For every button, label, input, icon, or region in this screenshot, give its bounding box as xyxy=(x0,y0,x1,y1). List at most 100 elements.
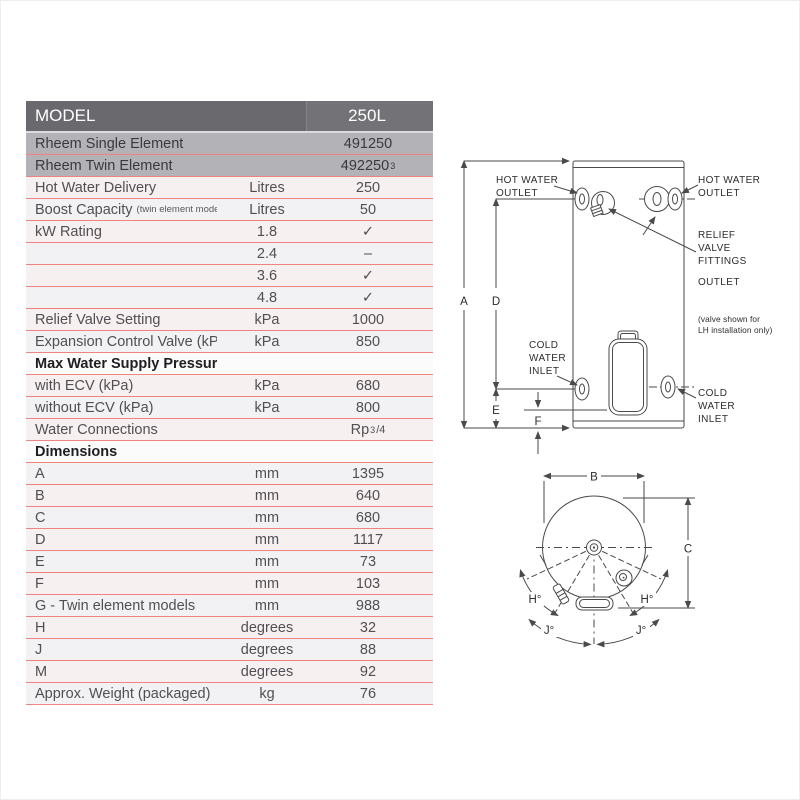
row-value: ✓ xyxy=(361,223,375,240)
row-unit: degrees xyxy=(240,663,294,680)
row-label xyxy=(26,243,217,264)
hot-water-outlet-right-label: HOT WATER xyxy=(698,175,760,186)
table-row: Max Water Supply Pressure: xyxy=(26,353,433,375)
row-value: – xyxy=(363,245,373,262)
hot-water-outlet-left-label: HOT WATER xyxy=(496,175,558,186)
row-value: 1117 xyxy=(352,531,384,548)
row-value: 73 xyxy=(359,553,377,570)
table-header-row: MODEL 250L xyxy=(26,101,433,133)
svg-text:OUTLET: OUTLET xyxy=(496,188,538,199)
dim-j-right-label: J° xyxy=(636,625,646,637)
row-unit: mm xyxy=(254,487,280,504)
row-value: 250 xyxy=(355,179,381,196)
cold-inlet-right-fitting xyxy=(660,375,676,399)
access-panel xyxy=(608,338,648,416)
access-panel-plan xyxy=(575,596,614,611)
dim-d-label: D xyxy=(492,296,500,308)
row-label: C xyxy=(35,509,46,526)
hot-outlet-right-fitting xyxy=(644,186,670,212)
row-value xyxy=(317,353,433,374)
dim-h-left-label: H° xyxy=(529,594,542,606)
table-row: Dimensions xyxy=(26,441,433,463)
dim-j-left-label: J° xyxy=(544,625,554,637)
tank-front-view xyxy=(456,157,699,454)
row-unit xyxy=(217,441,317,462)
row-label: F xyxy=(35,575,44,592)
row-label: A xyxy=(35,465,45,482)
row-label: without ECV (kPa) xyxy=(35,399,154,416)
row-label: Boost Capacity(twin element models) xyxy=(35,201,217,218)
svg-text:VALVE: VALVE xyxy=(698,243,731,254)
diagram-svg: HOT WATER OUTLET HOT WATER OUTLET RELIEF… xyxy=(456,157,773,648)
row-unit: degrees xyxy=(240,619,294,636)
row-value: 32 xyxy=(359,619,377,636)
row-label: H xyxy=(35,619,46,636)
row-value: 92 xyxy=(359,663,377,680)
technical-diagram: HOT WATER OUTLET HOT WATER OUTLET RELIEF… xyxy=(451,136,781,681)
svg-text:INLET: INLET xyxy=(529,366,559,377)
row-label: J xyxy=(35,641,43,658)
row-unit: kPa xyxy=(254,333,280,350)
row-unit: kPa xyxy=(254,399,280,416)
svg-text:WATER: WATER xyxy=(529,353,566,364)
row-unit: Litres xyxy=(249,179,285,196)
row-unit xyxy=(217,353,317,374)
row-label: Max Water Supply Pressure: xyxy=(35,355,217,372)
row-unit: kPa xyxy=(254,377,280,394)
row-label: Water Connections xyxy=(35,421,158,438)
dim-c-label: C xyxy=(684,544,692,556)
row-unit xyxy=(217,133,317,154)
row-label: D xyxy=(35,531,46,548)
row-value: 988 xyxy=(355,597,381,614)
row-label: G - Twin element models xyxy=(35,597,196,614)
cold-water-inlet-right-label: COLD xyxy=(698,388,727,399)
row-label: Relief Valve Setting xyxy=(35,311,161,328)
table-row: G - Twin element models mm 988 xyxy=(26,595,433,617)
dim-f-label: F xyxy=(534,416,541,428)
table-header-size: 250L xyxy=(306,101,433,131)
row-value: 1395 xyxy=(351,465,385,482)
row-unit: 3.6 xyxy=(256,267,278,284)
table-row: kW Rating 1.8 ✓ xyxy=(26,221,433,243)
row-value: ✓ xyxy=(361,289,375,306)
row-label: B xyxy=(35,487,45,504)
svg-text:OUTLET: OUTLET xyxy=(698,188,740,199)
row-unit: mm xyxy=(254,531,280,548)
row-unit: mm xyxy=(254,509,280,526)
row-value: 640 xyxy=(355,487,381,504)
row-label xyxy=(26,287,217,308)
row-label: with ECV (kPa) xyxy=(35,377,134,394)
row-value: ✓ xyxy=(361,267,375,284)
row-unit: 2.4 xyxy=(256,245,278,262)
table-row: 2.4 – xyxy=(26,243,433,265)
row-label: Rheem Twin Element xyxy=(35,157,173,174)
row-label: E xyxy=(35,553,45,570)
row-unit: mm xyxy=(254,465,280,482)
row-unit: mm xyxy=(254,597,280,614)
row-unit: 1.8 xyxy=(256,223,278,240)
tank-plan-view xyxy=(519,472,696,648)
table-row: 3.6 ✓ xyxy=(26,265,433,287)
cold-inlet-left-fitting xyxy=(574,377,590,401)
row-unit: kPa xyxy=(254,311,280,328)
row-label: kW Rating xyxy=(35,223,102,240)
row-unit: 4.8 xyxy=(256,289,278,306)
row-unit: mm xyxy=(254,575,280,592)
table-row: 4.8 ✓ xyxy=(26,287,433,309)
row-value: 88 xyxy=(359,641,377,658)
